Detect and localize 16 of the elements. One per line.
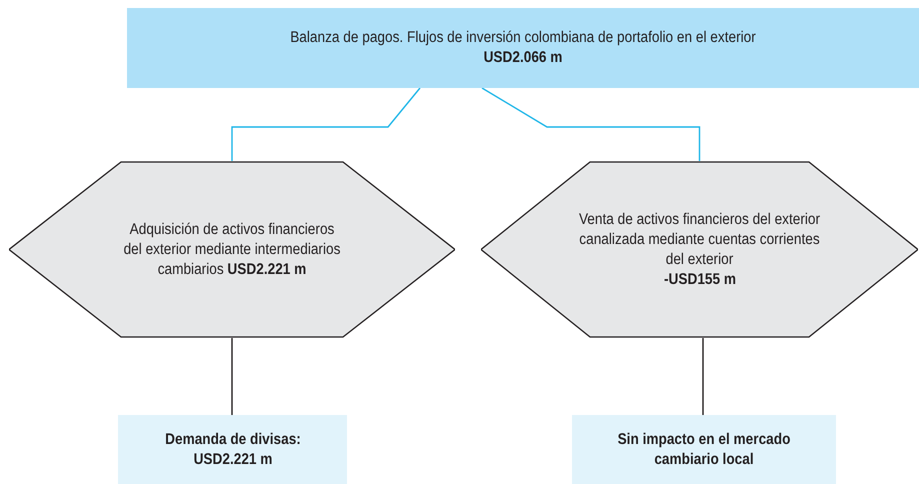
connector-line <box>231 338 233 415</box>
node-text: Venta de activos financieros del exterior canalizada mediante cuentas corrientes del exterior <box>578 210 820 270</box>
connector-line <box>482 87 700 161</box>
hexagon-node <box>481 161 918 338</box>
title-box <box>127 8 919 88</box>
node-text: USD2.066 m <box>482 48 564 68</box>
hexagon-node <box>9 161 455 338</box>
node-text: Demanda de divisas: USD2.221 m <box>164 430 302 470</box>
result-box <box>572 415 836 484</box>
connector-line <box>231 88 421 161</box>
connector-line <box>702 338 704 415</box>
node-text: -USD155 m <box>662 270 736 290</box>
node-text: Sin impacto en el mercado cambiario local <box>616 430 792 470</box>
node-text: Balanza de pagos. Flujos de inversión colombiana de portafolio en el exterior <box>289 28 757 48</box>
result-box <box>118 415 347 484</box>
node-text: Adquisición de activos financieros del exterior mediante intermediarios cambiarios USD2.221 m <box>122 220 342 280</box>
